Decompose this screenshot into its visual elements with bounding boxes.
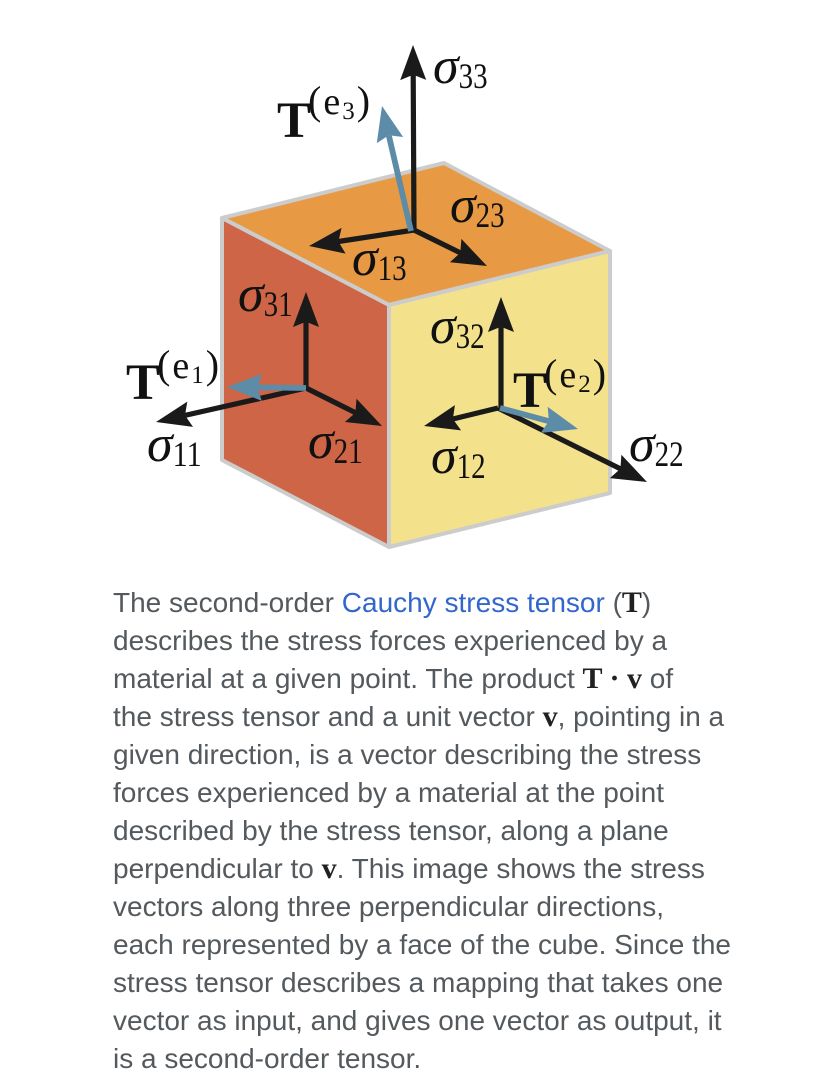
svg-text:T: T xyxy=(126,355,160,411)
svg-text:σ11: σ11 xyxy=(147,416,202,474)
svg-text:T: T xyxy=(277,93,311,149)
svg-text:(e1): (e1) xyxy=(157,342,221,389)
svg-text:σ33: σ33 xyxy=(433,38,488,96)
svg-text:(e2): (e2) xyxy=(544,351,608,398)
svg-text:T: T xyxy=(513,363,547,419)
svg-text:(e3): (e3) xyxy=(308,78,372,125)
svg-text:σ22: σ22 xyxy=(629,416,684,474)
